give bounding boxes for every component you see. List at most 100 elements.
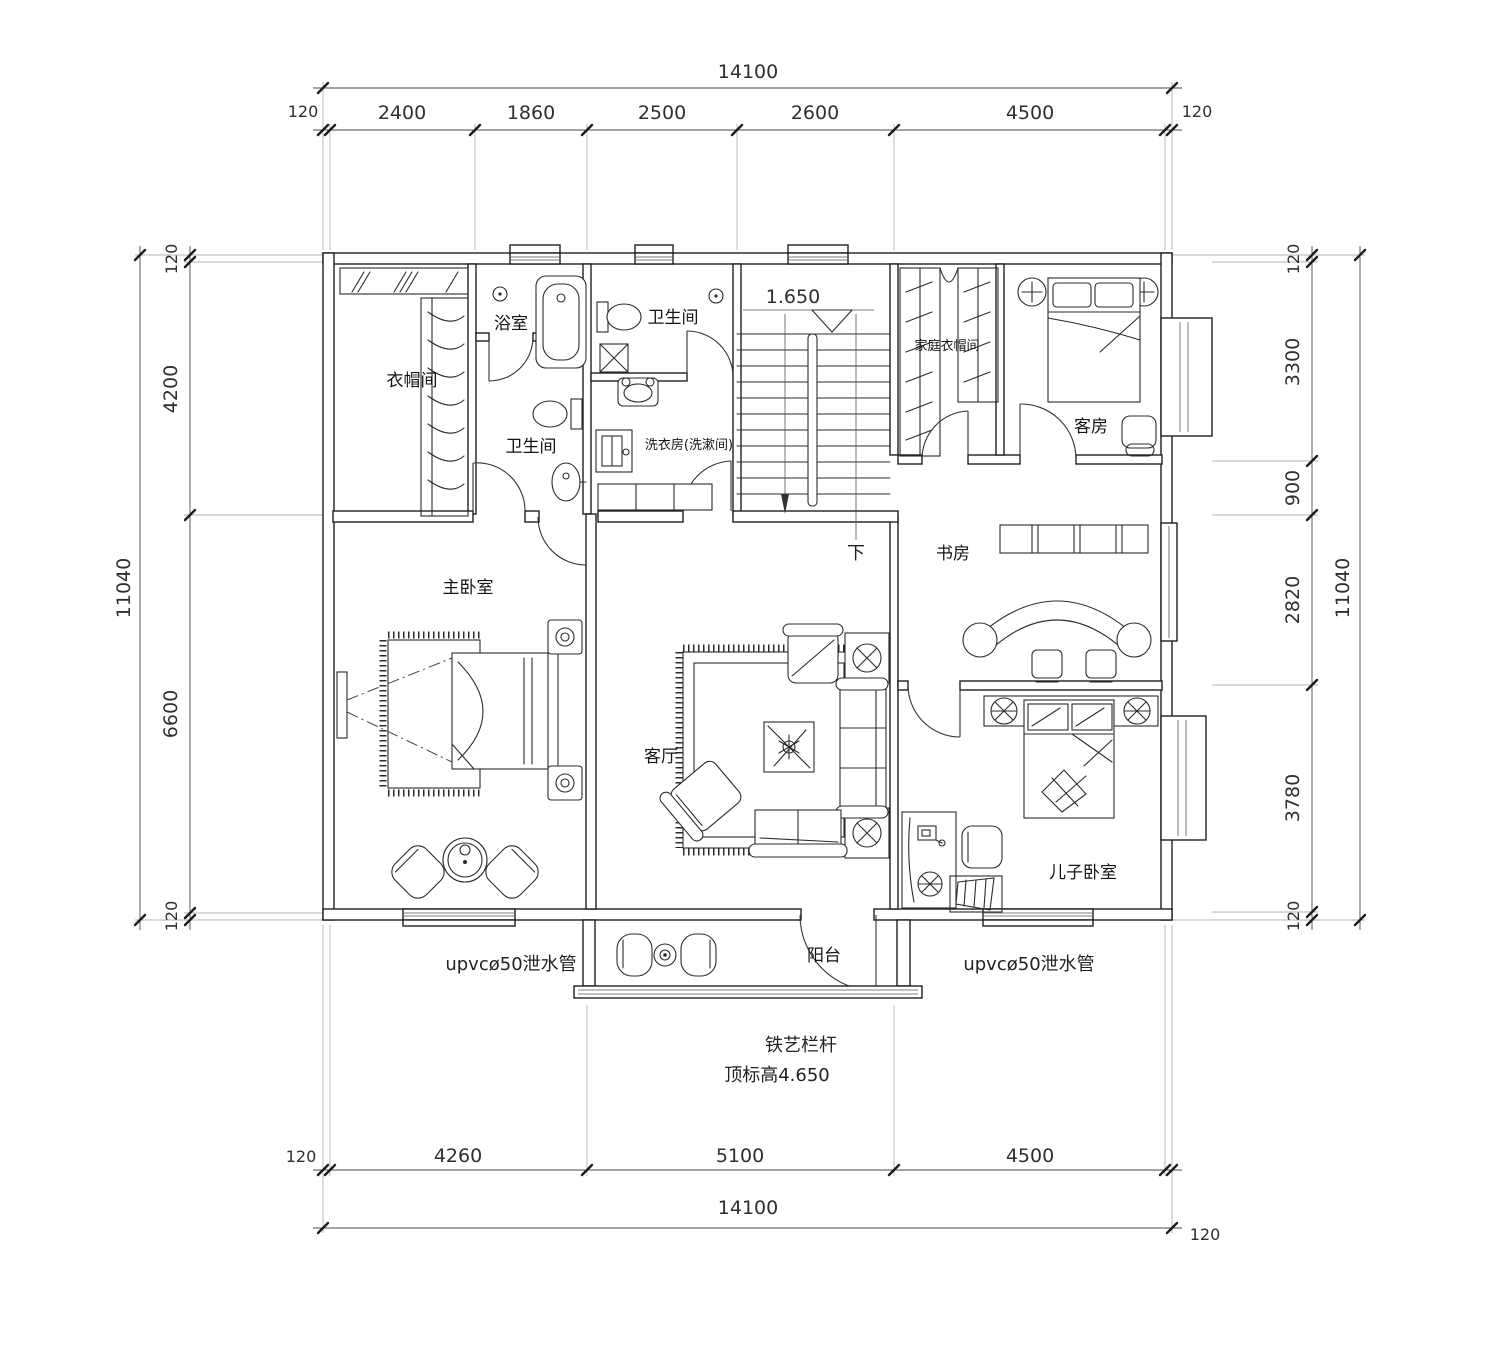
tv-unit [336, 671, 348, 739]
dim-top-1: 2400 [378, 102, 426, 124]
bay-window-guest [1160, 317, 1213, 437]
dim-left-3: 120 [162, 901, 181, 932]
furniture-study [962, 524, 1152, 683]
dim-bottom-2: 5100 [716, 1145, 764, 1167]
son-bed [1023, 699, 1115, 819]
wall-balcony-west [582, 919, 596, 987]
dim-top-2: 1860 [507, 102, 555, 124]
room-label-son-bedroom: 儿子卧室 [1049, 863, 1117, 883]
window-son-south [982, 908, 1094, 921]
wall-lamp-icon [708, 288, 724, 304]
dimension-ticks [133, 81, 1367, 1235]
bathtub [535, 275, 587, 369]
room-label-master-bedroom: 主卧室 [443, 578, 494, 598]
dim-top-4: 2600 [791, 102, 839, 124]
dim-top-6: 120 [1182, 102, 1213, 121]
dim-right-0: 120 [1284, 244, 1303, 275]
furniture-toilet-bottom [532, 398, 587, 502]
toilet-bowl [532, 400, 568, 428]
wall-lamp-icon [492, 286, 508, 302]
dim-right-1: 3300 [1282, 338, 1304, 386]
dim-right-total: 11040 [1332, 558, 1354, 618]
room-label-bathroom: 浴室 [494, 314, 528, 334]
note-railing-elevation: 顶标高4.650 [724, 1065, 830, 1086]
door-bathroom [488, 336, 534, 382]
door-toilet-top [686, 330, 734, 378]
wall-balcony-east [896, 919, 911, 987]
wall-corridor-south-b [524, 510, 540, 523]
furniture-family-closet [899, 267, 999, 457]
wall-exterior-left [322, 252, 335, 921]
room-label-balcony: 阳台 [807, 946, 841, 966]
waste-bin-stand [949, 875, 1003, 913]
headboard [547, 652, 559, 770]
furniture-guest-room [1017, 277, 1159, 457]
wall-guest-south-b [967, 454, 1021, 465]
balcony-chair [616, 933, 653, 977]
dim-bottom-0: 120 [286, 1147, 317, 1166]
wall-stair-east-upper [889, 263, 899, 456]
master-bed [451, 652, 551, 770]
furniture-bathroom [492, 275, 587, 369]
note-drain-right: upvcø50泄水管 [963, 954, 1094, 975]
wall-corridor-south-a [332, 510, 474, 523]
wall-study-south-b [959, 680, 1163, 691]
furniture-master-bedroom [336, 619, 583, 899]
desk-chair [961, 825, 1003, 869]
stair-down-arrow [781, 494, 789, 514]
wall-living-east [889, 514, 899, 910]
balcony-area [573, 933, 923, 999]
wall-stair-south [732, 510, 899, 523]
windows-layer [402, 244, 1213, 927]
plant-icon [852, 818, 882, 848]
wall-bath-south-a [475, 332, 490, 342]
toilet-tank [570, 398, 583, 430]
wall-guest-south-a [897, 454, 923, 465]
study-chair [1031, 649, 1063, 679]
room-label-study: 书房 [936, 544, 970, 564]
dim-bottom-1: 4260 [434, 1145, 482, 1167]
room-label-laundry: 洗衣房(洗漱间) [645, 437, 733, 453]
nightstand [547, 619, 583, 655]
window-master-south [402, 908, 516, 921]
room-label-living-room: 客厅 [644, 747, 678, 767]
door-guest-room [1019, 403, 1077, 460]
dim-left-0: 120 [162, 244, 181, 275]
pedestal-sink [551, 462, 581, 502]
nightstand [547, 765, 583, 801]
wall-cloakroom-east [467, 263, 477, 515]
door-toilet-bottom [472, 462, 526, 512]
door-son-bedroom [907, 684, 961, 738]
wall-exterior-bottom-left [322, 908, 802, 921]
stair-level-label: 1.650 [766, 286, 820, 308]
dim-right-5: 120 [1284, 901, 1303, 932]
dim-right-4: 3780 [1282, 774, 1304, 822]
toilet-tank [596, 301, 609, 333]
dim-bottom-3: 4500 [1006, 1145, 1054, 1167]
furniture-cloakroom [339, 267, 469, 517]
study-chair [1085, 649, 1117, 679]
computer-icon [917, 825, 937, 841]
note-drain-left: upvcø50泄水管 [445, 954, 576, 975]
sofa-three-seat [839, 687, 887, 809]
armchair-diagonal [659, 760, 742, 842]
furniture-laundry [595, 377, 713, 511]
furniture-living-room [659, 623, 890, 859]
dim-left-1: 4200 [160, 365, 182, 413]
room-labels: 衣帽间 浴室 卫生间 卫生间 洗衣房(洗漱间) 家庭衣帽间 客房 书房 主卧室 … [387, 308, 1118, 966]
room-label-family-closet: 家庭衣帽间 [914, 338, 979, 354]
wall-study-south-a [897, 680, 909, 691]
wall-master-east [585, 513, 597, 910]
balcony-chair [680, 933, 717, 977]
balcony-railing [573, 985, 923, 999]
extension-lines [135, 82, 1365, 1233]
guest-bed [1047, 277, 1141, 403]
bay-window-son [1160, 715, 1207, 841]
toilet-bowl [606, 303, 642, 331]
dim-bottom-total: 14100 [718, 1197, 778, 1219]
dim-top-total: 14100 [718, 61, 778, 83]
dimension-lines [139, 87, 1361, 1229]
dim-left-total: 11040 [113, 558, 135, 618]
